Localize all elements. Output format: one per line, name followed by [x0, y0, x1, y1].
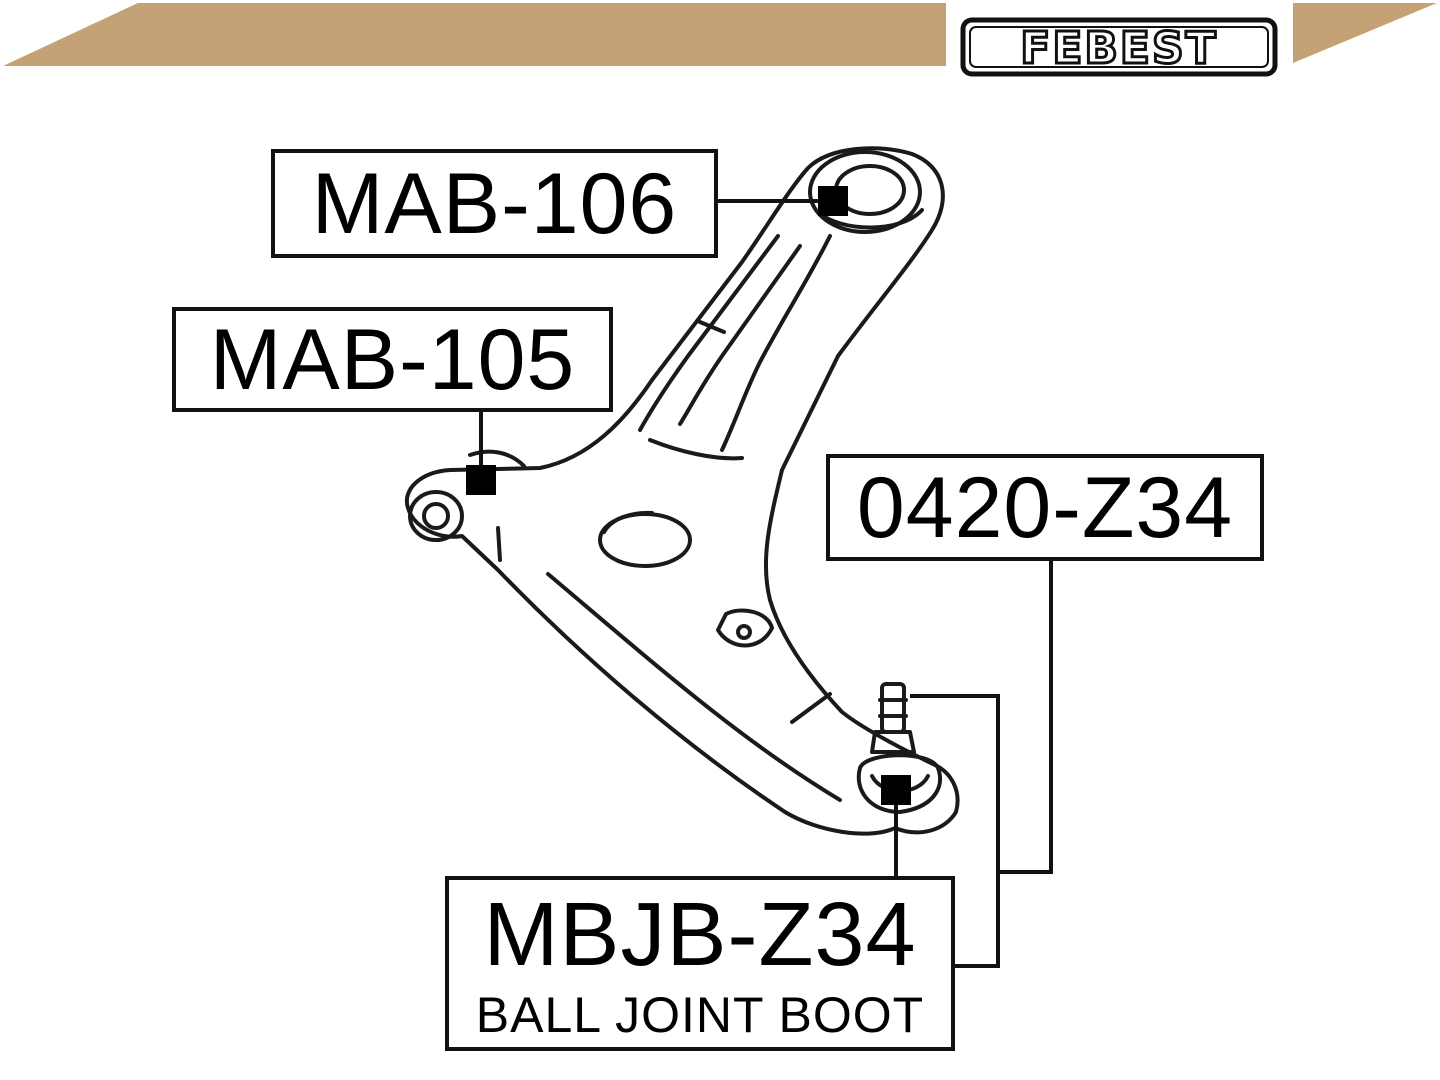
febest-logo: FEBEST: [960, 17, 1278, 77]
leader-line-0420-z34: [998, 561, 1053, 874]
part-description-ball-joint-boot: BALL JOINT BOOT: [475, 987, 925, 1043]
header-accent-band-left: [3, 3, 946, 66]
part-code-mbjb-z34: MBJB-Z34: [483, 885, 917, 985]
header-accent-band-right: [1293, 3, 1437, 63]
bracket-ball-joint: [910, 694, 1000, 968]
part-code-mab-105: MAB-105: [209, 311, 576, 408]
marker-mab-105: [466, 465, 496, 495]
part-code-mab-106: MAB-106: [311, 155, 678, 252]
front-bushing-icon: [408, 490, 464, 542]
brand-name: FEBEST: [1020, 23, 1217, 74]
part-label-0420-z34: 0420-Z34: [826, 454, 1264, 561]
control-arm-icon: [404, 146, 960, 836]
part-label-mbjb-z34: MBJB-Z34 BALL JOINT BOOT: [445, 876, 955, 1051]
part-label-mab-105: MAB-105: [172, 307, 613, 412]
marker-mab-106: [818, 186, 848, 216]
part-code-0420-z34: 0420-Z34: [856, 459, 1234, 556]
upper-bushing-icon: [808, 150, 922, 234]
marker-mbjb-z34: [881, 775, 911, 805]
part-label-mab-106: MAB-106: [271, 149, 718, 258]
